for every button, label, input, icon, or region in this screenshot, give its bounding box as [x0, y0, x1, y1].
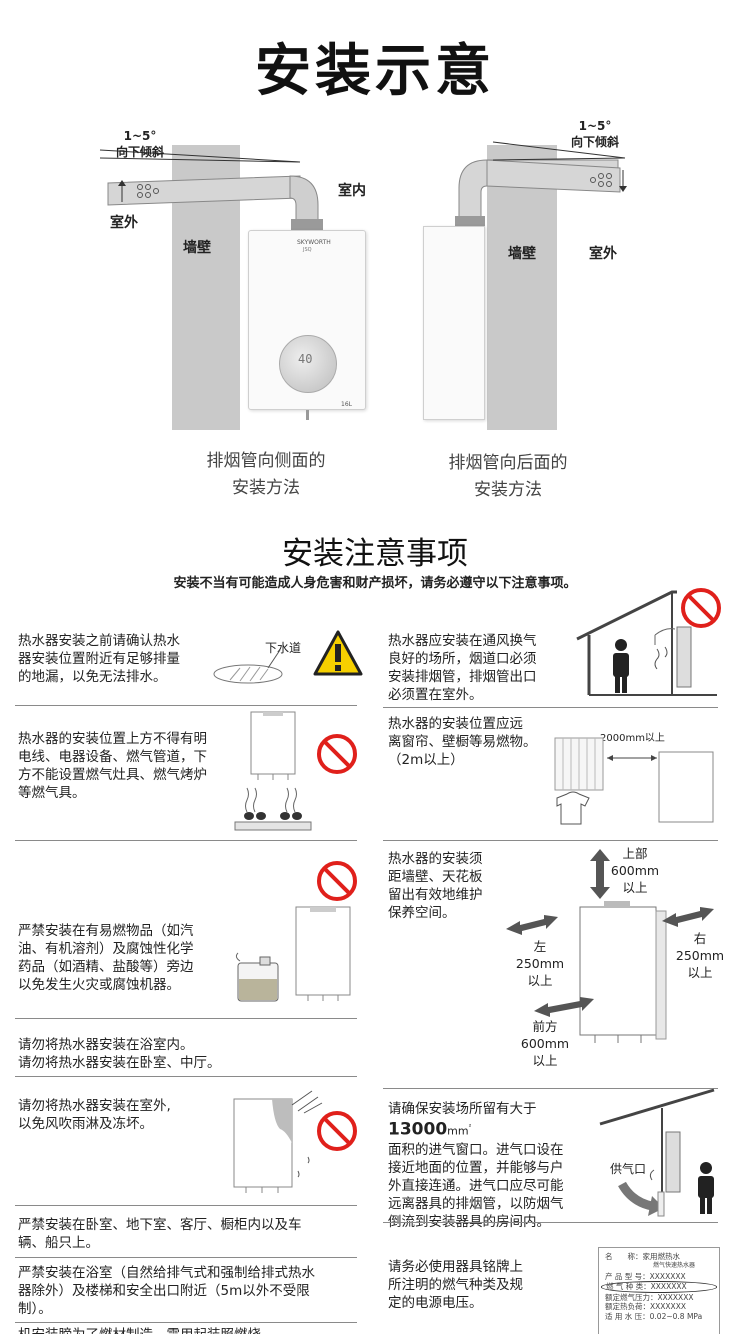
- water-heater-side: [423, 226, 485, 420]
- notes-title: 安装注意事项: [282, 536, 468, 572]
- clearance-diagram: [506, 849, 714, 1043]
- divider: [383, 1222, 718, 1223]
- drain-icon: [213, 649, 283, 684]
- heater-in-rain-illustration: [233, 1090, 323, 1193]
- fuel-can-heater-illustration: [235, 906, 351, 1002]
- divider: [15, 1322, 357, 1323]
- heater-water-pipe: [306, 410, 309, 420]
- prohibited-icon: [317, 1111, 357, 1151]
- note-drain: 热水器安装之前请确认热水 器安装位置附近有足够排量 的地漏，以免无法排水。: [18, 633, 180, 685]
- wall-label-right: 墙壁: [508, 246, 536, 262]
- note-bathroom: 请勿将热水器安装在浴室内。 请勿将热水器安装在卧室、中厅。: [18, 1037, 221, 1071]
- caption-side-install: 排烟管向侧面的 安装方法: [206, 451, 326, 498]
- note-above-below: 热水器的安装位置上方不得有明 电线、电器设备、燃气管道，下 方不能设置燃气灶具、…: [18, 731, 207, 801]
- note-clearance: 热水器的安装须 距墙壁、天花板 留出有效地维护 保养空间。: [388, 851, 483, 921]
- divider: [15, 1018, 357, 1019]
- curtain-heater-illustration: [554, 737, 714, 825]
- drain-label: 下水道: [265, 641, 302, 655]
- divider: [383, 707, 718, 708]
- install-diagram-side: 1~5° 向下倾斜 室外 室内 墙壁 SKYWORTH JSQ 40 16L: [0, 0, 375, 440]
- heater-model: JSQ: [303, 247, 312, 253]
- prohibited-icon: [317, 734, 357, 774]
- note-stairs-exit: 严禁安装在浴室（自然给排气式和强制给排式热水 器除外）及楼梯和安全出口附近（5m…: [18, 1265, 315, 1317]
- air-inlet-illustration: [599, 1088, 715, 1217]
- tilt-label-left: 1~5° 向下倾斜: [116, 129, 165, 159]
- caption-rear-install: 排烟管向后面的 安装方法: [448, 453, 568, 500]
- divider: [15, 1205, 357, 1206]
- heater-brand: SKYWORTH: [297, 239, 331, 246]
- house-vent-illustration: [576, 590, 717, 696]
- divider: [15, 1257, 357, 1258]
- clearance-right-label: 右 250mm 以上: [675, 931, 725, 980]
- tilt-label-right: 1~5° 向下倾斜: [571, 119, 620, 149]
- clearance-front-label: 前方 600mm 以上: [520, 1019, 570, 1068]
- note-air-inlet: 请确保安装场所留有大于13000mm² 面积的进气窗口。进气口设在 接近地面的位…: [388, 1101, 564, 1230]
- notes-subtitle: 安装不当有可能造成人身危害和财产损坏，请务必遵守以下注意事项。: [173, 576, 577, 591]
- indoor-label-left: 室内: [338, 183, 366, 199]
- divider: [15, 705, 357, 706]
- area-value: 13000: [388, 1119, 448, 1140]
- water-heater-front: SKYWORTH JSQ 40 16L: [248, 230, 366, 410]
- heater-display-value: 40: [298, 352, 313, 366]
- divider: [383, 1088, 718, 1089]
- outdoor-label-left: 室外: [110, 215, 138, 231]
- air-inlet-label: 供气口: [610, 1162, 647, 1176]
- warning-icon: [313, 630, 363, 676]
- divider: [15, 1076, 357, 1077]
- note-curtains-distance: 热水器的安装位置应远 离窗帘、壁橱等易燃物。 （2m以上）: [388, 716, 537, 768]
- exhaust-pipe-graphic: [99, 149, 323, 231]
- prohibited-icon: [681, 588, 721, 628]
- gas-type-row: 燃 气 种 类：XXXXXXX: [601, 1281, 717, 1293]
- divider: [15, 840, 357, 841]
- exhaust-pipe-graphic: [455, 141, 627, 228]
- heater-capacity: 16L: [341, 401, 352, 408]
- heater-above-stove-illustration: [234, 711, 312, 831]
- heater-display-panel: 40: [279, 335, 337, 393]
- note-outdoor: 请勿将热水器安装在室外, 以免风吹雨淋及冻坏。: [18, 1098, 171, 1132]
- clearance-left-label: 左 250mm 以上: [515, 939, 565, 988]
- nameplate: 名 称：家用燃热水 燃气快速热水器 产 品 型 号：XXXXXXX 燃 气 种 …: [598, 1247, 720, 1334]
- divider: [383, 840, 718, 841]
- note-bedroom-basement: 严禁安装在卧室、地下室、客厅、橱柜内以及车 辆、船只上。: [18, 1217, 302, 1251]
- distance-label: 2000mm以上: [600, 733, 665, 744]
- note-flammables: 严禁安装在有易燃物品（如汽 油、有机溶剂）及腐蚀性化学 药品（如酒精、盐酸等）旁…: [18, 923, 194, 993]
- install-diagram-rear: 1~5° 向下倾斜 墙壁 室外: [375, 0, 750, 440]
- prohibited-icon: [317, 861, 357, 901]
- note-ventilation: 热水器应安装在通风换气 良好的场所，烟道口必须 安装排烟管，排烟管出口 必须置在…: [388, 633, 537, 703]
- page-title: 安装示意: [255, 39, 495, 104]
- wall-label-left: 墙壁: [183, 240, 211, 256]
- clearance-top-label: 上部 600mm 以上: [610, 846, 660, 895]
- wall-column: [487, 145, 557, 430]
- note-cutoff: 机安装膀为了燃材制造，需用起装照燃烧: [18, 1326, 363, 1334]
- note-gas-type: 请务必使用器具铭牌上 所注明的燃气种类及规 定的电源电压。: [388, 1259, 523, 1311]
- outdoor-label-right: 室外: [589, 246, 617, 262]
